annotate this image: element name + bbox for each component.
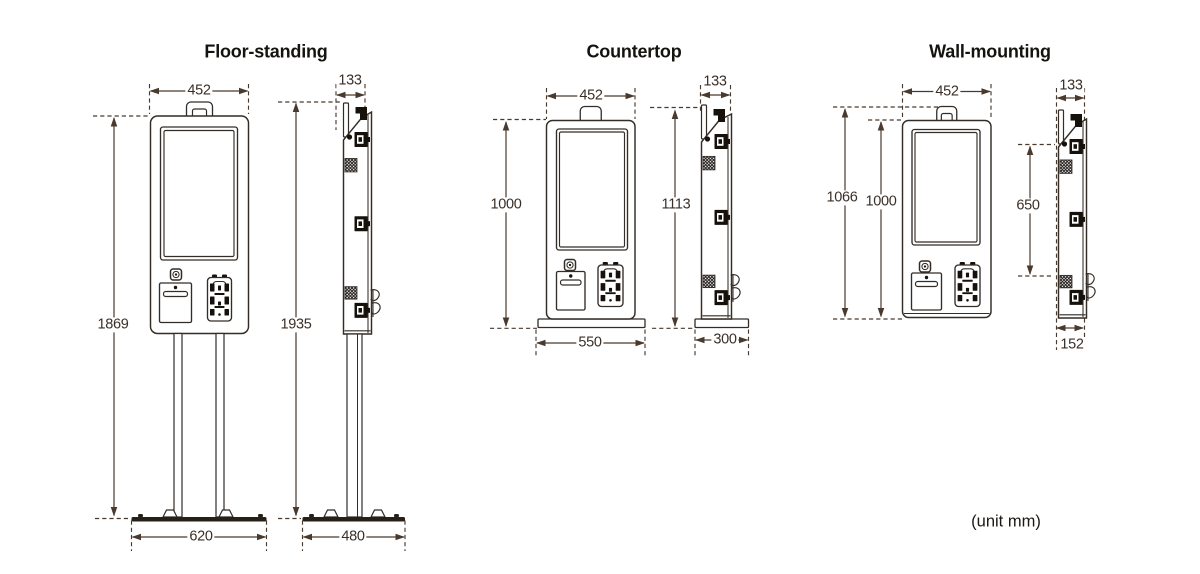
floor-front-width-label: 452 (185, 82, 213, 99)
wall-mounting-title: Wall-mounting (929, 41, 1051, 62)
floor-side-height-label: 1935 (278, 316, 314, 333)
wall-mounting-front-view (901, 105, 992, 319)
countertop-side-height-label: 1113 (659, 196, 693, 213)
wall-front-height-label: 1000 (863, 193, 899, 210)
floor-side-base-depth-label: 480 (339, 528, 367, 545)
countertop-front-view (537, 105, 646, 329)
countertop-front-height-label: 1000 (488, 196, 524, 213)
floor-side-depth-label: 133 (336, 72, 364, 89)
wall-mounting-dimensions (841, 88, 1085, 332)
wall-front-overall-height-label: 1066 (824, 189, 860, 206)
floor-standing-front-view (149, 101, 250, 335)
wall-front-width-label: 452 (933, 83, 961, 100)
floor-front-base-width-label: 620 (187, 528, 215, 545)
floor-standing-title: Floor-standing (204, 41, 328, 62)
countertop-front-base-width-label: 550 (576, 334, 604, 351)
wall-side-depth-label: 133 (1057, 77, 1085, 94)
countertop-dimensions-extensions (490, 85, 750, 356)
countertop-side-depth-label: 133 (701, 73, 729, 90)
countertop-side-base-depth-label: 300 (711, 331, 739, 348)
floor-front-height-label: 1869 (95, 316, 131, 333)
wall-side-depth-with-mount-label: 152 (1058, 336, 1086, 353)
wall-mounting-side-view (1057, 109, 1096, 319)
countertop-front-width-label: 452 (577, 87, 605, 104)
countertop-title: Countertop (586, 41, 682, 62)
floor-standing-stand (131, 332, 405, 522)
wall-side-mount-height-label: 650 (1014, 197, 1042, 214)
countertop-dimensions (502, 91, 749, 347)
unit-note: (unit mm) (971, 512, 1041, 531)
countertop-side-view (694, 104, 750, 329)
floor-standing-dimensions (110, 87, 405, 541)
floor-standing-side-view (342, 102, 381, 335)
